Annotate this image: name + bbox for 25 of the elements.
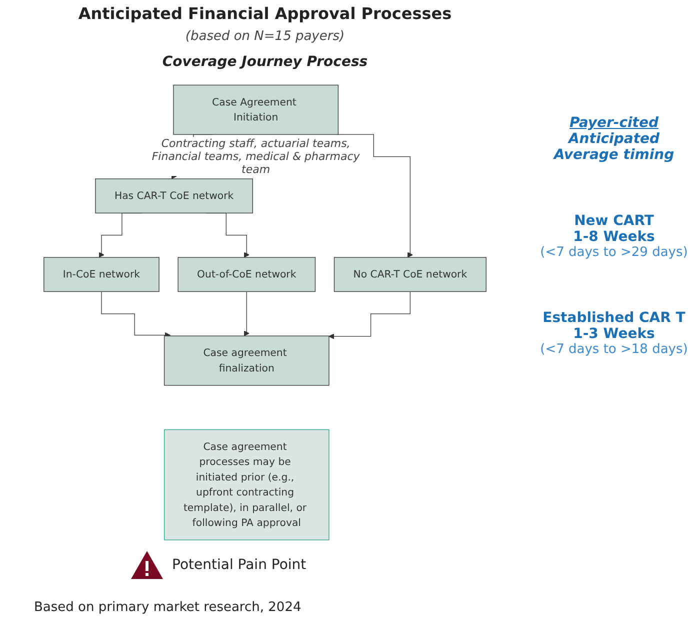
timing-label: 1-8 Weeks xyxy=(572,229,656,245)
node-box: In-CoE network xyxy=(44,257,160,292)
arrow xyxy=(101,291,170,338)
timing-label: Established CAR T xyxy=(542,310,686,326)
section-heading: Coverage Journey Process xyxy=(161,54,369,70)
caption: Based on primary market research, 2024 xyxy=(34,600,302,615)
node-box: Case agreement processes may be initiated prior (e.g., upfront contracting template), in parallel, or following PA approval xyxy=(164,429,330,540)
timing-label: Average timing xyxy=(552,147,676,163)
timing-label: Payer-cited xyxy=(568,115,660,131)
timing-label: 1-3 Weeks xyxy=(572,326,656,342)
title: Anticipated Financial Approval Processes xyxy=(77,4,453,23)
arrow xyxy=(328,291,410,340)
node-box: Has CAR-T CoE network xyxy=(95,178,253,214)
node-box: Case agreement finalization xyxy=(164,336,330,386)
timing-label: Anticipated xyxy=(566,131,661,147)
node-box: Out-of-CoE network xyxy=(178,257,316,292)
timing-label: (<7 days to >29 days) xyxy=(539,245,689,260)
arrow xyxy=(336,134,413,258)
timing-label: New CART xyxy=(573,213,655,229)
node-box: No CAR-T CoE network xyxy=(334,257,486,292)
node-box: Case Agreement Initiation xyxy=(173,84,338,135)
arrow xyxy=(244,291,250,336)
subtitle: (based on N=15 payers) xyxy=(184,29,346,44)
legend-text: Potential Pain Point xyxy=(172,557,306,573)
timing-label: (<7 days to >18 days) xyxy=(539,342,689,357)
